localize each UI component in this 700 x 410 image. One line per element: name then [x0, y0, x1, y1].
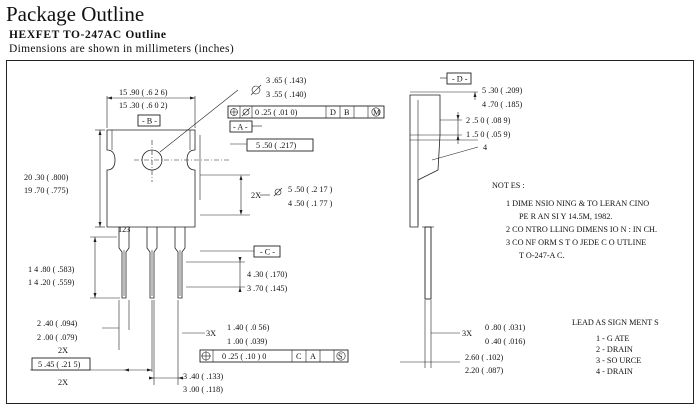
shoulder-max-label: 4 .30 ( .170)	[247, 270, 288, 279]
lead-width-max-label: 2 .40 ( .094)	[37, 319, 78, 328]
side-lead-max-label: 2.60 ( .102)	[465, 353, 503, 362]
lead-3	[174, 227, 186, 299]
pin-thk-min-label: 1 .00 ( .039)	[227, 337, 268, 346]
notes-block: NOT ES : 1 DIME NSIO NING & TO LERAN CIN…	[492, 181, 657, 260]
side-lead-min-label: 2.20 ( .087)	[465, 366, 503, 375]
hole-dia-min-label: 3 .55 ( .140)	[266, 90, 307, 99]
notes-heading: NOT ES :	[492, 181, 525, 190]
pitch-label: 5 .45 ( .21 5)	[38, 360, 81, 369]
lead-1	[118, 227, 130, 299]
lead-assignment-item: 2 - DRAIN	[596, 345, 633, 354]
note-line: 1 DIME NSIO NING & TO LERAN CINO	[506, 199, 649, 208]
drawing-frame	[6, 60, 694, 404]
tab-2x-label: 2X	[251, 191, 261, 200]
datum-b-box	[137, 114, 161, 127]
thickness-min-label: 4 .70 ( .185)	[482, 100, 523, 109]
svg-text:S: S	[338, 352, 343, 361]
tolerance-frame-1: 0 .25 ( .01 0) D B M	[227, 105, 385, 119]
flange-max-label: 2 .5 0 ( .08 9)	[466, 116, 511, 125]
hole-offset-box	[246, 138, 314, 152]
lead-2	[146, 227, 158, 299]
side-pin-max-label: 0 .80 ( .031)	[485, 323, 526, 332]
lead-assignments-heading: LEAD AS SIGN MENT S	[572, 318, 659, 327]
lead-assignment-item: 3 - SO URCE	[596, 356, 641, 365]
pitch-box	[31, 357, 91, 371]
note4-leader	[431, 146, 479, 161]
outline-subtitle: HEXFET TO-247AC Outline	[9, 29, 167, 41]
lead-assignments-block: LEAD AS SIGN MENT S 1 - G ATE 2 - DRAIN …	[572, 318, 659, 376]
side-body	[409, 94, 441, 228]
datum-b-label: - B -	[142, 117, 157, 126]
pin-thk-max-label: 1 .40 ( .0 56)	[227, 323, 270, 332]
note-ref-label: 4	[483, 143, 487, 152]
package-body	[106, 129, 196, 228]
lead-assignment-item: 4 - DRAIN	[596, 367, 633, 376]
datum-d-box	[446, 72, 472, 85]
hole-offset-label: 5 .50 ( .217)	[256, 141, 297, 150]
side-view: - D - 5 .30 ( .209) 4 .70 ( .185) 2 .5 0…	[400, 72, 526, 375]
pin-thk-3x-label: 3X	[206, 329, 216, 338]
lead-assignment-item: 1 - G ATE	[596, 334, 629, 343]
svg-text:D: D	[330, 108, 336, 117]
lead-width-2x-label: 2X	[58, 346, 68, 355]
pitch-2x-label: 2X	[58, 378, 68, 387]
datum-a-label: - A -	[233, 123, 248, 132]
datum-d-label: - D -	[452, 75, 468, 84]
lead-length-min-label: 1 4 .20 ( .559)	[28, 278, 75, 287]
datum-c-label: - C -	[260, 248, 275, 257]
lead-length-max-label: 1 4 .80 ( .583)	[28, 265, 75, 274]
side-pin-min-label: 0 .40 ( .016)	[485, 337, 526, 346]
width-max-label: 15 .90 ( .6 2 6)	[119, 88, 168, 97]
height-min-label: 19 .70 ( .775)	[24, 186, 69, 195]
datum-a-box	[229, 120, 253, 133]
note-line: T O-247-A C.	[519, 251, 565, 260]
svg-text:M: M	[373, 108, 381, 117]
tab-width-max-label: 5 .50 ( .2 17 )	[288, 185, 333, 194]
datum-c-box	[253, 245, 281, 258]
page-title: Package Outline	[6, 2, 145, 26]
svg-text:0 .25 ( .10 ) 0: 0 .25 ( .10 ) 0	[222, 352, 266, 361]
svg-text:0 .25 ( .01 0): 0 .25 ( .01 0)	[255, 108, 298, 117]
tab-width-min-label: 4 .50 ( .1 77 )	[288, 199, 333, 208]
width-min-label: 15 .30 ( .6 0 2)	[119, 101, 168, 110]
lead-width-min-label: 2 .00 ( .079)	[37, 333, 78, 342]
lead-gap-max-label: 3 .40 ( .133)	[183, 372, 224, 381]
flange-min-label: 1 .5 0 ( .05 9)	[466, 130, 511, 139]
units-note: Dimensions are shown in millimeters (inc…	[9, 43, 234, 55]
svg-text:B: B	[344, 108, 350, 117]
lead-gap-min-label: 3 .00 ( .118)	[183, 385, 223, 394]
pin-numbers: 123	[118, 225, 130, 234]
svg-text:A: A	[310, 352, 316, 361]
tolerance-frame-2: 0 .25 ( .10 ) 0 C A S	[199, 349, 349, 363]
note-line: 3 CO NF ORM S T O JEDE C O UTLINE	[506, 238, 646, 247]
svg-text:C: C	[296, 352, 302, 361]
front-view: 123 15 .90 ( .6 2 6) 15 .30 ( .6 0 2) - …	[24, 76, 385, 394]
note-line: 2 CO NTRO LLING DIMENS IO N : IN CH.	[506, 225, 657, 234]
hole-dia-max-label: 3 .65 ( .143)	[266, 76, 307, 85]
side-lead	[424, 226, 432, 300]
note-line: PE R AN SI Y 14.5M, 1982.	[519, 212, 612, 221]
shoulder-min-label: 3 .70 ( .145)	[247, 284, 288, 293]
side-pin-3x-label: 3X	[462, 329, 472, 338]
height-max-label: 20 .30 ( .800)	[24, 173, 69, 182]
hole-leader	[159, 89, 239, 153]
thickness-max-label: 5 .30 ( .209)	[482, 86, 523, 95]
